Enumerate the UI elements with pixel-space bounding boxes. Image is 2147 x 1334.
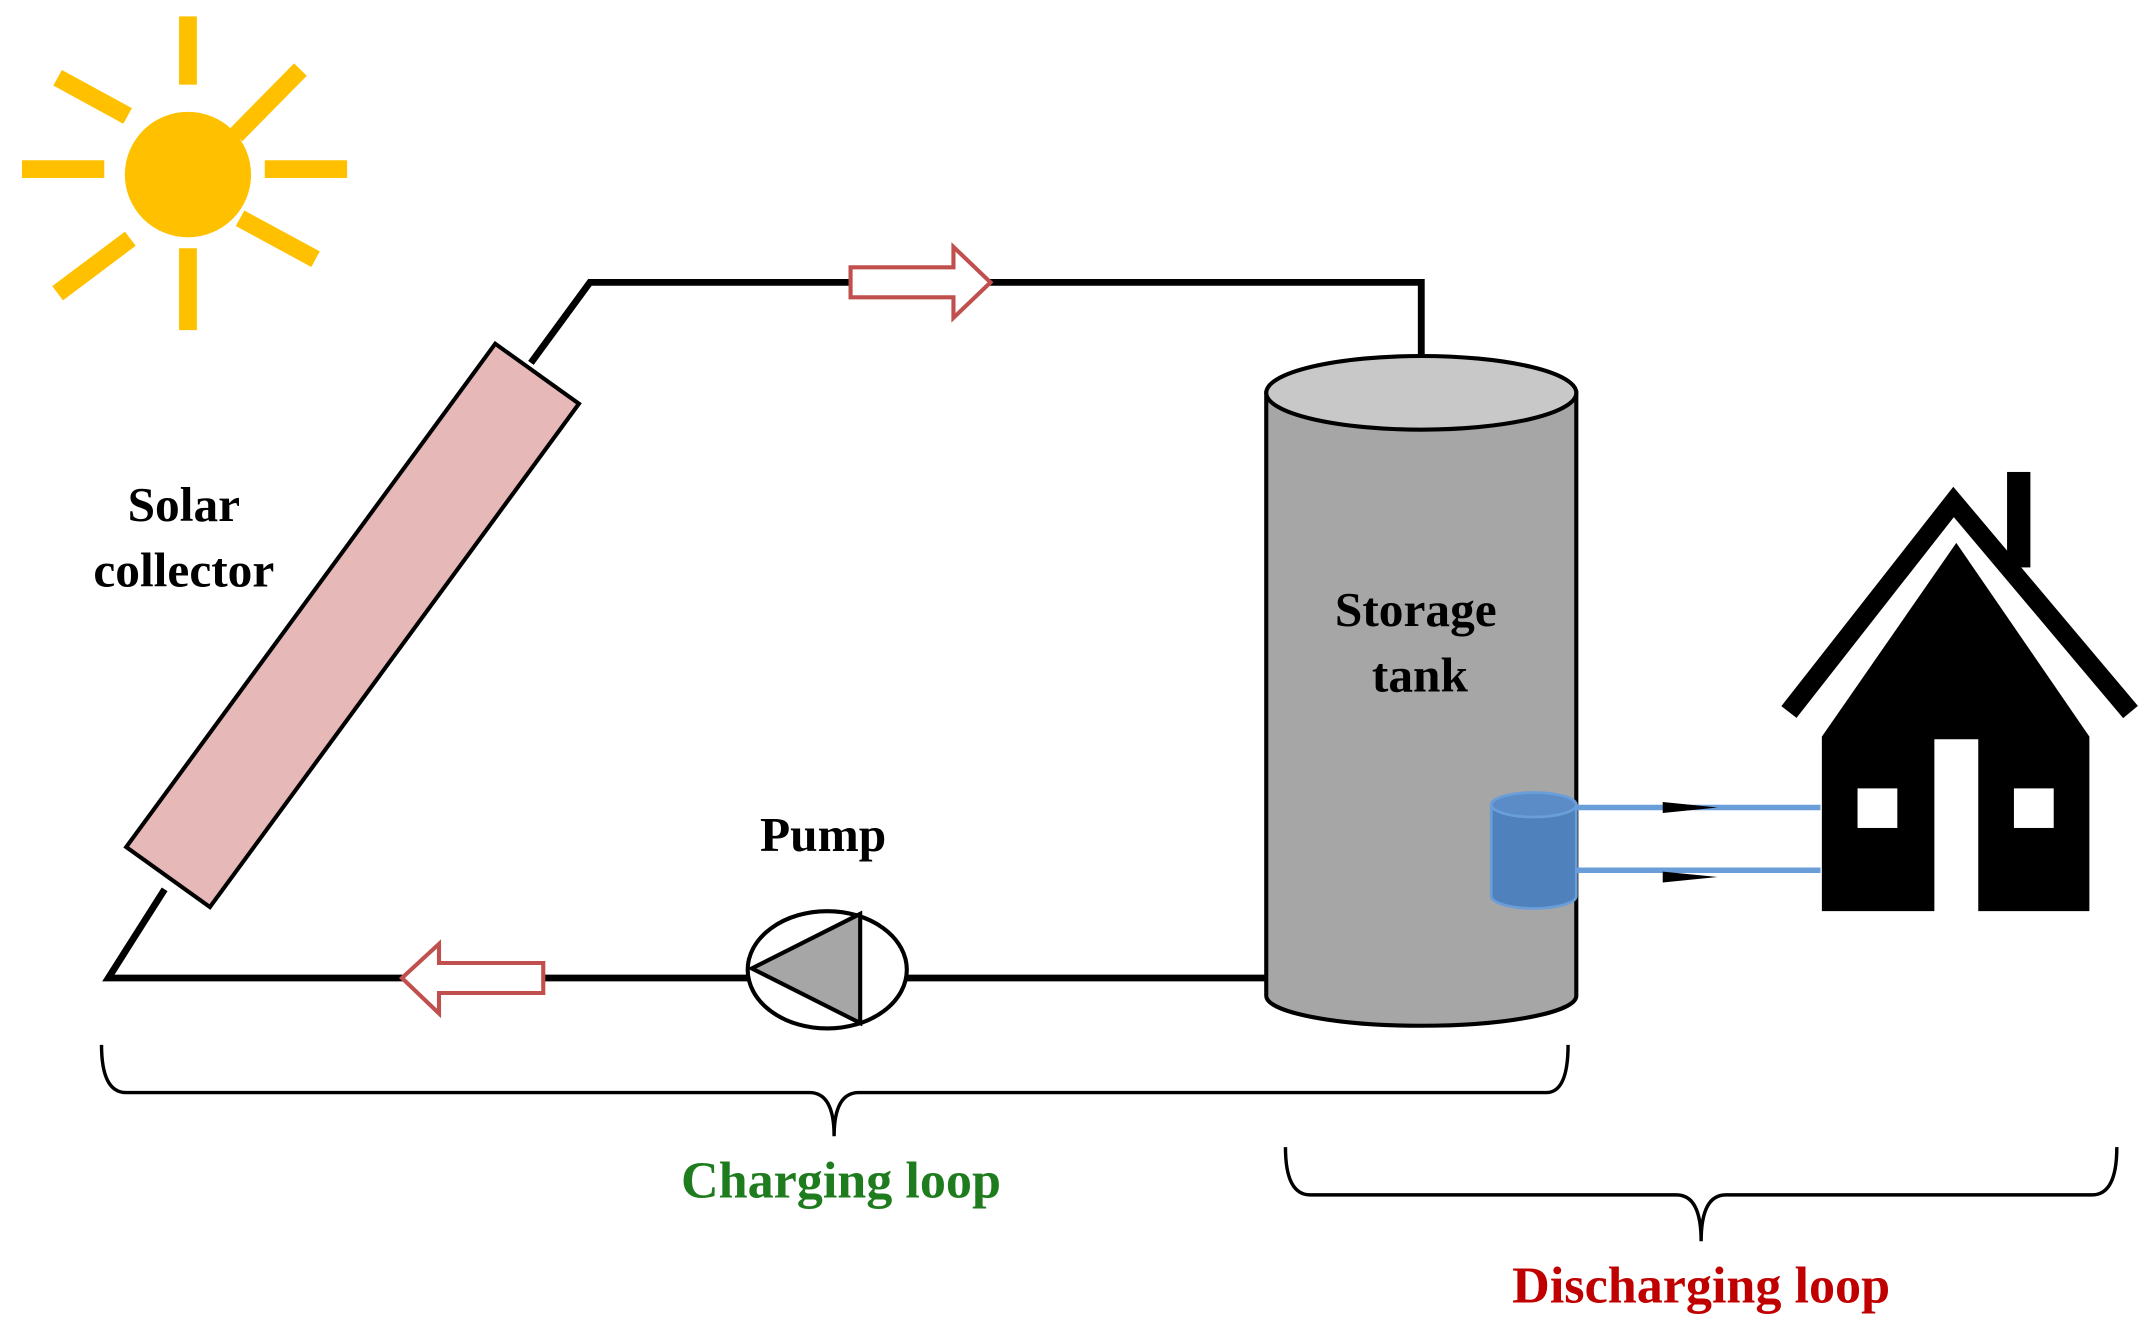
charging-loop-label: Charging loop — [681, 1153, 1001, 1210]
flow-arrow-left — [398, 939, 546, 1019]
sun-icon — [21, 16, 348, 331]
discharging-loop-label: Discharging loop — [1512, 1258, 1890, 1315]
discharging-loop-brace — [1283, 1147, 2119, 1242]
charging-loop-brace — [99, 1044, 1570, 1137]
heat-exchanger-icon — [1489, 791, 1821, 910]
storage-tank-label-line2: tank — [1372, 648, 1469, 703]
pump-icon — [745, 909, 909, 1031]
solar-collector-label-line1: Solar — [128, 477, 240, 532]
solar-collector-label-line2: collector — [93, 543, 274, 598]
house-icon — [1781, 471, 2138, 912]
flow-arrow-right — [848, 242, 994, 323]
pump-label: Pump — [760, 807, 886, 862]
storage-tank-label-line1: Storage — [1335, 582, 1497, 637]
solar-collector-panel — [123, 340, 582, 910]
